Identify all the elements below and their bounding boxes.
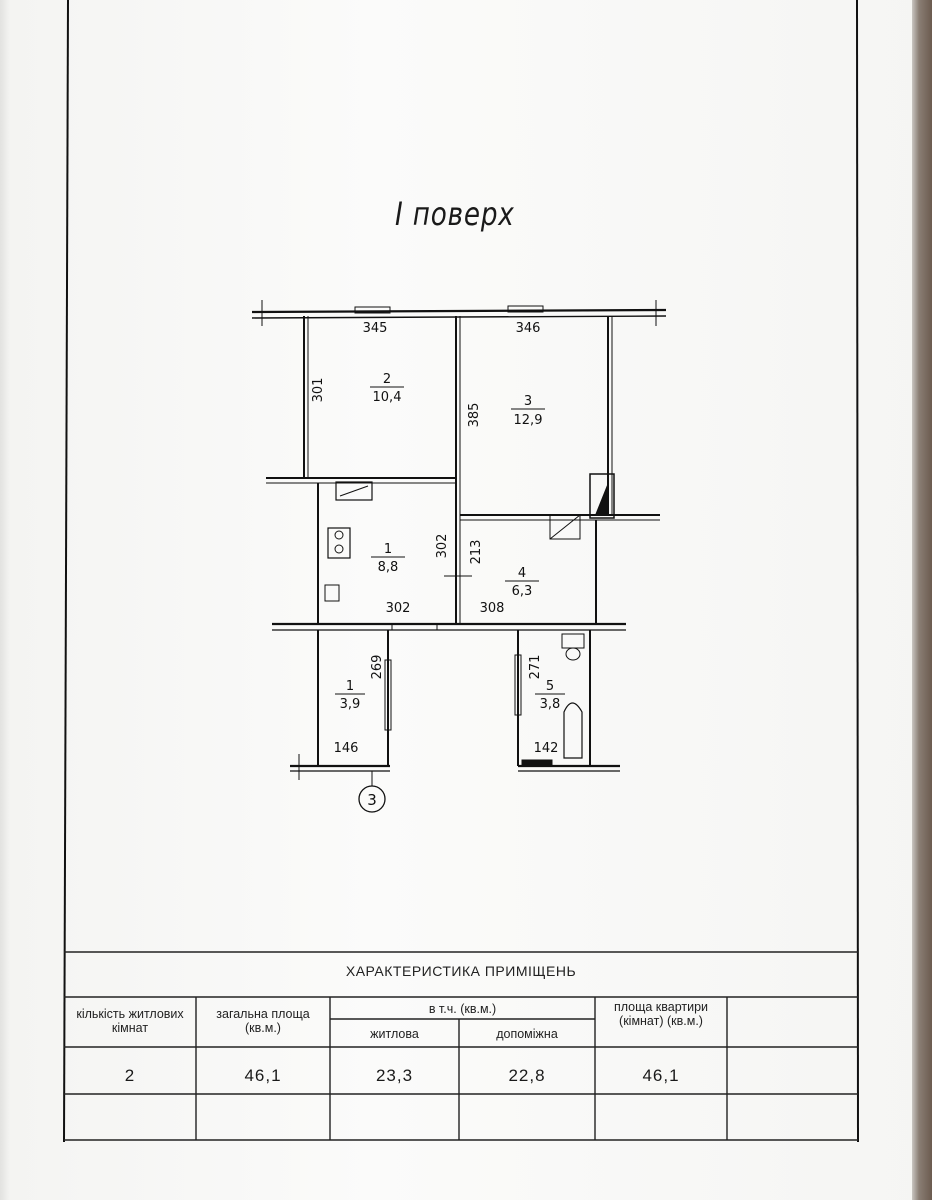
- dimension-label: 146: [334, 741, 359, 756]
- floor-title: I поверх: [395, 195, 515, 233]
- axis-marker: 3: [358, 771, 386, 813]
- header-apartment-area: площа квартири (кімнат) (кв.м.): [613, 1000, 709, 1028]
- value-auxiliary: 22,8: [508, 1066, 546, 1085]
- room-area: 6,3: [512, 584, 533, 599]
- dimension-label: 346: [516, 321, 541, 336]
- value-rooms-count: 2: [124, 1066, 136, 1085]
- room-area: 12,9: [514, 413, 543, 428]
- value-total-area: 46,1: [244, 1066, 282, 1085]
- table-edge-right: [912, 0, 932, 1200]
- room-number: 2: [383, 372, 391, 387]
- dimension-label: 142: [534, 741, 559, 756]
- dimension-label: 345: [363, 321, 388, 336]
- room-label: 2 10,4: [370, 372, 404, 405]
- room-area: 8,8: [378, 560, 399, 575]
- room-labels: 2 10,4 3 12,9 1 8,8 4 6,3 1 3,9 5 3,8: [335, 372, 565, 712]
- characteristics-table-grid: [64, 951, 858, 1141]
- header-including: в т.ч. (кв.м.): [428, 1002, 497, 1016]
- header-auxiliary: допоміжна: [496, 1027, 558, 1041]
- room-label: 1 8,8: [371, 542, 405, 575]
- dimension-label: 302: [386, 601, 411, 616]
- room-label: 5 3,8: [535, 679, 565, 712]
- room-number: 4: [518, 566, 526, 581]
- room-area: 3,8: [540, 697, 561, 712]
- dimension-label: 385: [467, 403, 482, 428]
- dimension-label: 269: [370, 655, 385, 680]
- paper-edge-left: [0, 0, 10, 1200]
- room-number: 1: [346, 679, 354, 694]
- room-label: 1 3,9: [335, 679, 365, 712]
- header-total-area: загальна площа (кв.м.): [216, 1007, 310, 1035]
- header-rooms-count: кількість житлових кімнат: [76, 1007, 184, 1035]
- room-number: 3: [524, 394, 532, 409]
- dimension-label: 308: [480, 601, 505, 616]
- value-apartment-area: 46,1: [642, 1066, 680, 1085]
- room-number: 1: [384, 542, 392, 557]
- axis-marker-label: 3: [367, 791, 377, 809]
- room-label: 3 12,9: [511, 394, 545, 428]
- dimension-label: 271: [528, 655, 543, 680]
- value-living: 23,3: [375, 1066, 414, 1085]
- table-title: ХАРАКТЕРИСТИКА ПРИМІЩЕНЬ: [345, 963, 577, 979]
- room-label: 4 6,3: [505, 566, 539, 599]
- room-area: 10,4: [373, 390, 402, 405]
- room-number: 5: [546, 679, 554, 694]
- dimension-labels: 345 346 301 385 302 213 302 308 269 271 …: [311, 321, 558, 756]
- dimension-label: 302: [435, 534, 450, 559]
- header-living: житлова: [370, 1027, 419, 1041]
- dimension-label: 301: [311, 378, 326, 403]
- floor-plan: [251, 300, 667, 780]
- dimension-label: 213: [469, 540, 484, 565]
- room-area: 3,9: [340, 697, 361, 712]
